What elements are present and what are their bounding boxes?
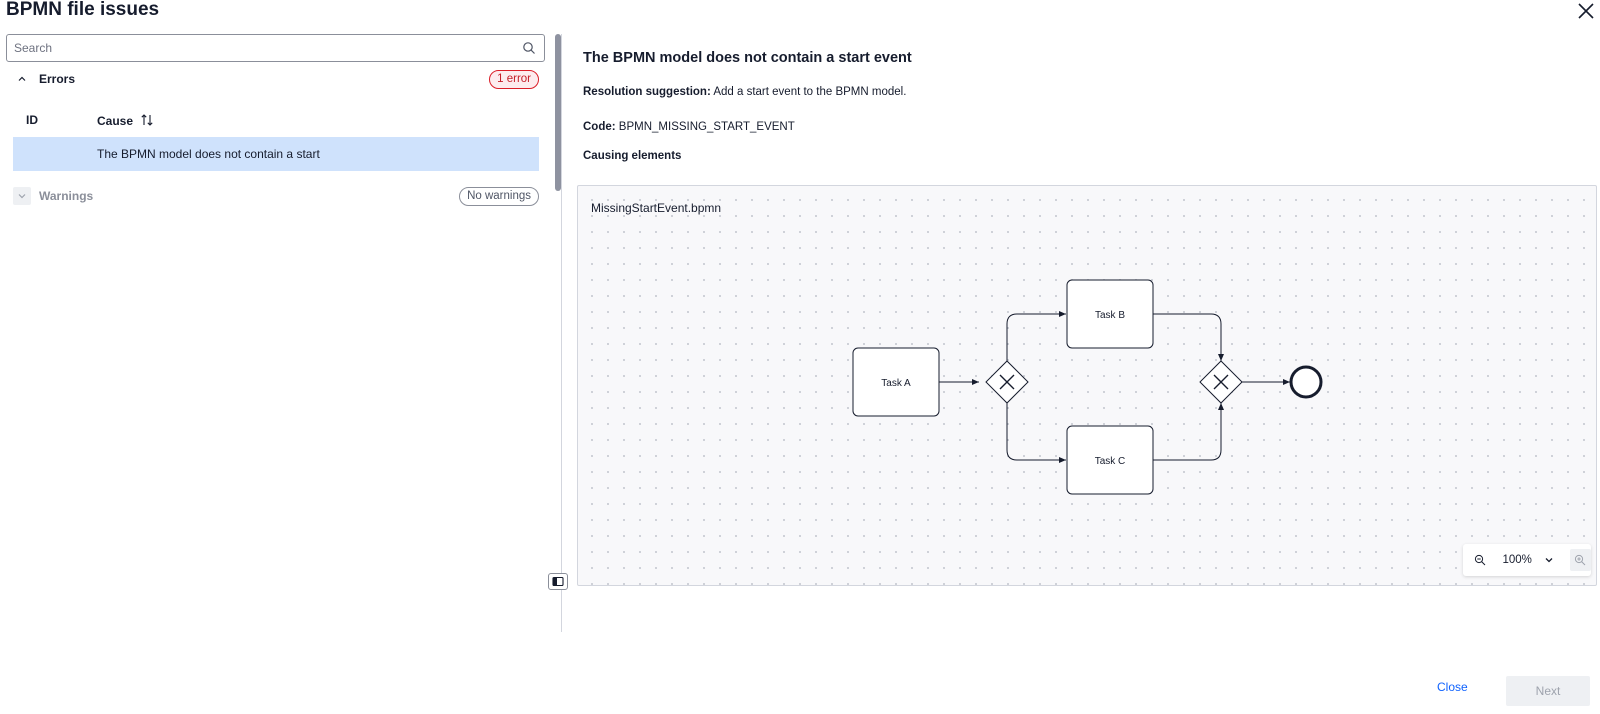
- task-c[interactable]: Task C: [1066, 425, 1154, 495]
- dialog-title: BPMN file issues: [6, 0, 160, 20]
- warnings-section-header[interactable]: Warnings No warnings: [13, 185, 539, 207]
- sort-icon[interactable]: [140, 113, 154, 127]
- bpmn-diagram: Task A Task B Task C: [852, 279, 1323, 495]
- close-dialog-icon[interactable]: [1576, 1, 1596, 21]
- resolution-text: Add a start event to the BPMN model.: [713, 86, 907, 98]
- causing-elements-heading: Causing elements: [583, 150, 681, 162]
- task-a-label: Task A: [881, 378, 911, 389]
- next-button[interactable]: Next: [1506, 676, 1590, 706]
- end-event[interactable]: [1289, 365, 1323, 399]
- zoom-out-button[interactable]: [1469, 549, 1490, 571]
- exclusive-gateway-split[interactable]: [985, 360, 1029, 404]
- issue-title: The BPMN model does not contain a start …: [583, 50, 912, 66]
- zoom-controls: 100%: [1463, 544, 1591, 576]
- row-cause: The BPMN model does not contain a start: [97, 147, 320, 161]
- exclusive-gateway-join[interactable]: [1199, 360, 1243, 404]
- search-icon: [523, 42, 535, 54]
- task-b-label: Task B: [1095, 310, 1125, 321]
- zoom-dropdown-button[interactable]: [1542, 553, 1556, 567]
- column-header-cause[interactable]: Cause: [97, 113, 154, 128]
- chevron-up-icon[interactable]: [13, 70, 31, 88]
- scrollbar-thumb[interactable]: [555, 34, 561, 191]
- errors-label: Errors: [39, 72, 76, 86]
- task-a[interactable]: Task A: [852, 347, 940, 417]
- diagram-file-name: MissingStartEvent.bpmn: [591, 201, 722, 215]
- zoom-in-icon: [1575, 554, 1586, 566]
- close-button[interactable]: Close: [1437, 680, 1468, 694]
- resolution-label: Resolution suggestion:: [583, 86, 711, 98]
- zoom-out-icon: [1474, 554, 1486, 566]
- warning-count-badge: No warnings: [459, 186, 539, 206]
- column-header-cause-label: Cause: [97, 114, 134, 128]
- causing-label: Causing elements: [583, 150, 682, 162]
- collapse-panel-button[interactable]: [548, 573, 568, 590]
- column-header-id: ID: [26, 113, 38, 127]
- bpmn-canvas[interactable]: MissingStartEvent.bpmn Task A: [577, 185, 1597, 586]
- code-value: BPMN_MISSING_START_EVENT: [618, 121, 795, 133]
- zoom-in-button[interactable]: [1569, 549, 1591, 571]
- chevron-down-icon: [1545, 558, 1553, 563]
- panel-divider: [561, 34, 562, 632]
- table-row[interactable]: The BPMN model does not contain a start: [13, 137, 539, 171]
- code-label: Code:: [583, 121, 616, 133]
- issue-code: Code: BPMN_MISSING_START_EVENT: [583, 121, 795, 133]
- warnings-label: Warnings: [39, 189, 94, 203]
- errors-section-header[interactable]: Errors 1 error: [13, 68, 539, 90]
- sequence-flows: [939, 311, 1290, 463]
- search-field[interactable]: [6, 34, 545, 62]
- zoom-level: 100%: [1502, 554, 1532, 566]
- error-count-badge: 1 error: [489, 69, 539, 89]
- search-input[interactable]: [7, 35, 487, 61]
- resolution-suggestion: Resolution suggestion: Add a start event…: [583, 86, 906, 98]
- task-c-label: Task C: [1095, 456, 1126, 467]
- panel-collapse-icon: [552, 576, 564, 587]
- task-b[interactable]: Task B: [1066, 279, 1154, 349]
- chevron-down-icon[interactable]: [13, 187, 31, 205]
